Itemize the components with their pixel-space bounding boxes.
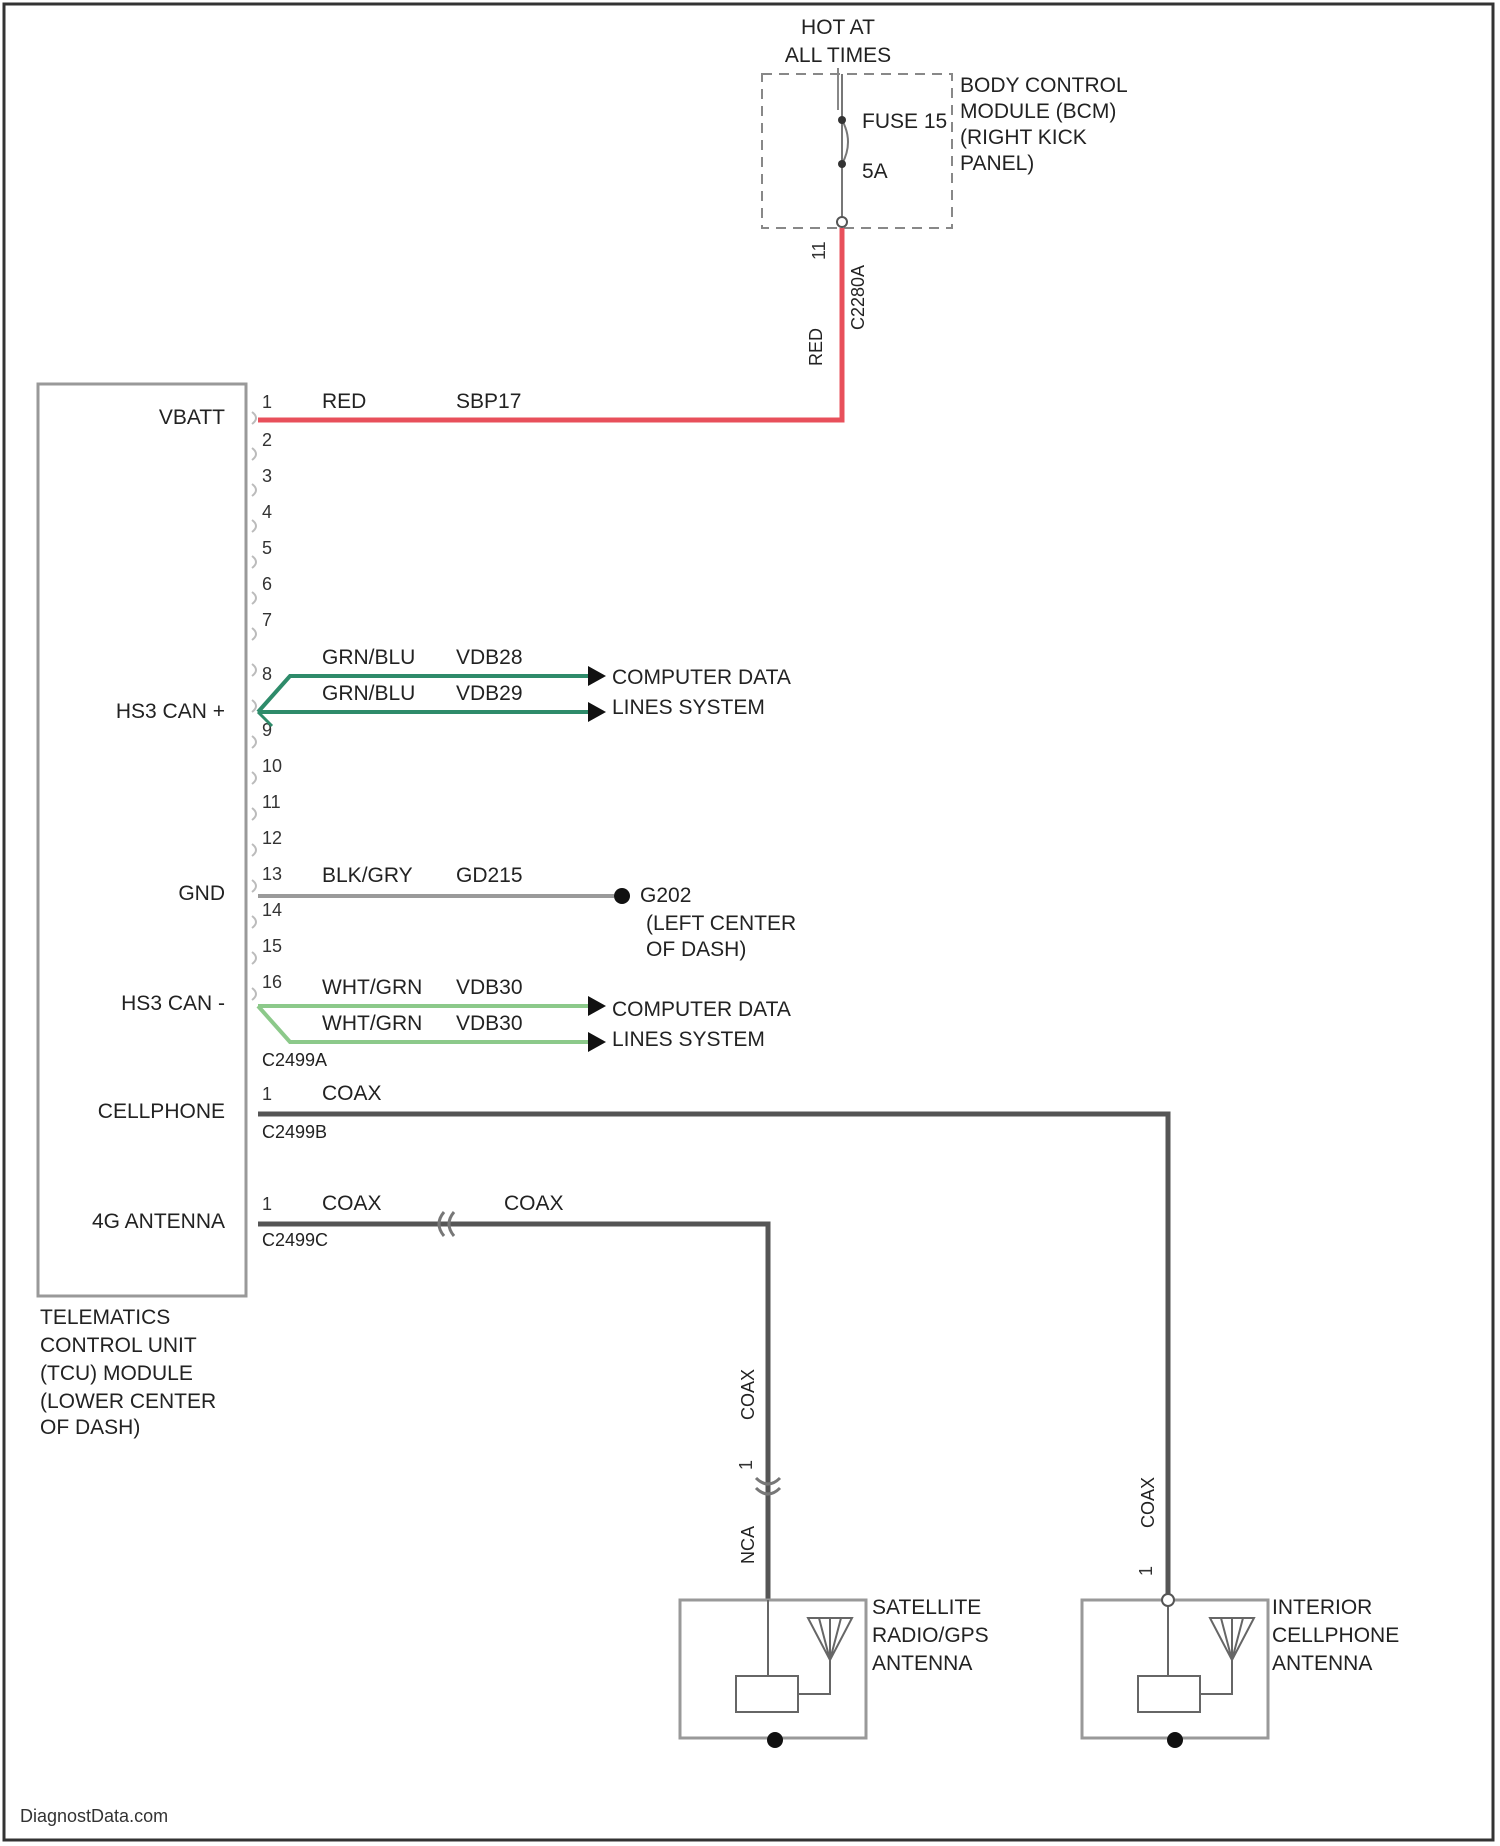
pin-number: 12 — [262, 828, 282, 848]
pin-number: 15 — [262, 936, 282, 956]
interior-antenna-label-line1: INTERIOR — [1272, 1596, 1372, 1619]
bcm-label-line4: PANEL) — [960, 152, 1034, 175]
tcu-label-gnd: GND — [178, 882, 225, 905]
fuse-terminal-bottom — [838, 160, 846, 168]
tcu-label-hs3-can-plus: HS3 CAN + — [116, 700, 225, 723]
can-minus-b-circuit: VDB30 — [456, 1012, 523, 1035]
can-minus-arrow-a — [588, 996, 606, 1016]
footer-watermark: DiagnostData.com — [20, 1806, 168, 1826]
pin-number: 10 — [262, 756, 282, 776]
fuse-terminal-top — [838, 116, 846, 124]
hot-at-label-line2: ALL TIMES — [785, 44, 891, 67]
fuse-label: FUSE 15 — [862, 110, 947, 133]
pin-number: 16 — [262, 972, 282, 992]
pin-number: 3 — [262, 466, 272, 486]
can-plus-b-circuit: VDB29 — [456, 682, 523, 705]
bcm-label-line2: MODULE (BCM) — [960, 100, 1116, 123]
can-plus-arrow-b — [588, 702, 606, 722]
antenna-coax-label-1: COAX — [322, 1192, 382, 1215]
antenna-pin: 1 — [262, 1194, 272, 1214]
connector-c2499a: C2499A — [262, 1050, 327, 1070]
can-plus-arrow-a — [588, 666, 606, 686]
ground-location-line2: OF DASH) — [646, 938, 746, 961]
tcu-module-box — [38, 384, 246, 1296]
can-plus-b-color: GRN/BLU — [322, 682, 415, 705]
pin-number: 14 — [262, 900, 282, 920]
gnd-wire-color: BLK/GRY — [322, 864, 413, 887]
gnd-wire-circuit: GD215 — [456, 864, 523, 887]
fuse-rating: 5A — [862, 160, 888, 183]
ground-location-line1: (LEFT CENTER — [646, 912, 796, 935]
satellite-connector: NCA — [738, 1526, 758, 1564]
interior-pin: 1 — [1136, 1566, 1156, 1576]
interior-antenna-component — [1082, 1594, 1268, 1748]
can-minus-a-circuit: VDB30 — [456, 976, 523, 999]
vbatt-wire-circuit: SBP17 — [456, 390, 521, 413]
interior-antenna-label-line3: ANTENNA — [1272, 1652, 1372, 1675]
tcu-caption-line3: (TCU) MODULE — [40, 1362, 193, 1385]
tcu-caption-line4: (LOWER CENTER — [40, 1390, 216, 1413]
can-plus-wire-a — [258, 676, 588, 712]
bcm-pin-number: 11 — [809, 241, 829, 260]
antenna-coax-label-2: COAX — [504, 1192, 564, 1215]
tcu-label-cellphone: CELLPHONE — [98, 1100, 225, 1123]
interior-antenna-label-line2: CELLPHONE — [1272, 1624, 1399, 1647]
pin-number: 5 — [262, 538, 272, 558]
connector-c2499b: C2499B — [262, 1122, 327, 1142]
can-plus-a-circuit: VDB28 — [456, 646, 523, 669]
can-minus-a-color: WHT/GRN — [322, 976, 422, 999]
connector-c2499c: C2499C — [262, 1230, 328, 1250]
cellphone-coax — [258, 1114, 1168, 1600]
can-minus-dest-line1: COMPUTER DATA — [612, 998, 791, 1021]
pin-number: 7 — [262, 610, 272, 630]
pin-number: 13 — [262, 864, 282, 884]
antenna-coax — [258, 1224, 768, 1600]
satellite-antenna-component — [680, 1600, 866, 1748]
satellite-antenna-label-line2: RADIO/GPS — [872, 1624, 989, 1647]
can-minus-b-color: WHT/GRN — [322, 1012, 422, 1035]
bcm-wire-color: RED — [806, 328, 826, 366]
bcm-connector-id: C2280A — [848, 265, 868, 330]
ground-point-id: G202 — [640, 884, 691, 907]
pin-number: 2 — [262, 430, 272, 450]
tcu-label-vbatt: VBATT — [159, 406, 225, 429]
tcu-label-hs3-can-minus: HS3 CAN - — [121, 992, 225, 1015]
can-minus-dest-line2: LINES SYSTEM — [612, 1028, 765, 1051]
pin-number: 8 — [262, 664, 272, 684]
pin-number: 4 — [262, 502, 272, 522]
satellite-antenna-label-line3: ANTENNA — [872, 1652, 972, 1675]
tcu-caption-line5: OF DASH) — [40, 1416, 140, 1439]
can-plus-dest-line1: COMPUTER DATA — [612, 666, 791, 689]
can-plus-a-color: GRN/BLU — [322, 646, 415, 669]
satellite-pin: 1 — [736, 1460, 756, 1470]
hot-at-label-line1: HOT AT — [801, 16, 875, 39]
interior-coax-label: COAX — [1138, 1477, 1158, 1528]
can-plus-dest-line2: LINES SYSTEM — [612, 696, 765, 719]
bcm-label-line3: (RIGHT KICK — [960, 126, 1087, 149]
vbatt-wire-color: RED — [322, 390, 366, 413]
tcu-caption-line1: TELEMATICS — [40, 1306, 170, 1329]
cellphone-coax-label: COAX — [322, 1082, 382, 1105]
pin-number: 11 — [262, 792, 281, 812]
ground-point-dot — [614, 888, 630, 904]
can-minus-wire-b — [258, 1006, 588, 1042]
satellite-coax-label: COAX — [738, 1369, 758, 1420]
pin-number: 1 — [262, 392, 272, 412]
tcu-label-4g-antenna: 4G ANTENNA — [92, 1210, 225, 1233]
tcu-connector-pins — [252, 412, 256, 1000]
pin-number: 6 — [262, 574, 272, 594]
bcm-label-line1: BODY CONTROL — [960, 74, 1128, 97]
cellphone-pin: 1 — [262, 1084, 272, 1104]
bcm-box — [762, 74, 952, 228]
bcm-pin-terminal — [837, 217, 847, 227]
can-minus-arrow-b — [588, 1032, 606, 1052]
satellite-antenna-label-line1: SATELLITE — [872, 1596, 981, 1619]
tcu-caption-line2: CONTROL UNIT — [40, 1334, 197, 1357]
